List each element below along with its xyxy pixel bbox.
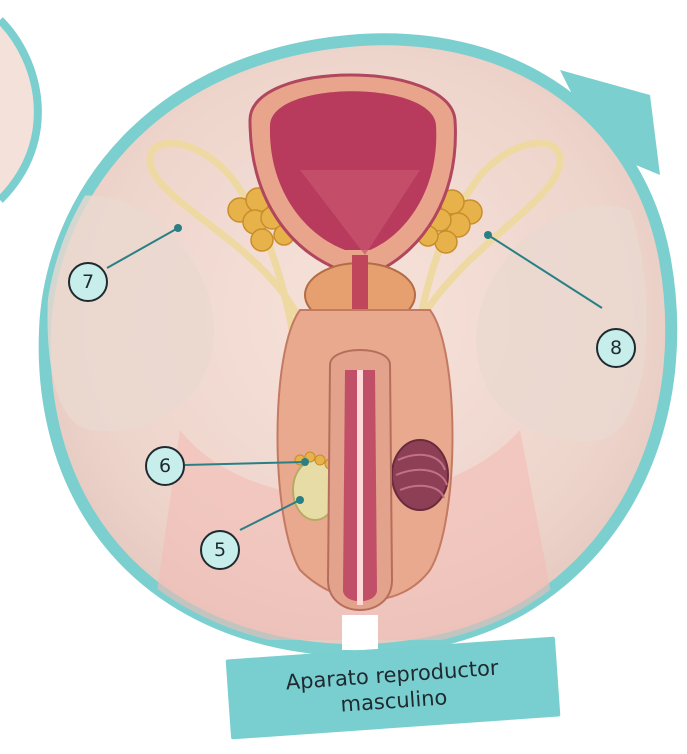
marker-6: 6: [145, 446, 185, 486]
urethra-lower: [357, 370, 363, 605]
leader-dot-6: [301, 458, 309, 466]
marker-5: 5: [200, 530, 240, 570]
leader-dot-5: [296, 496, 304, 504]
leader-dot-7: [174, 224, 182, 232]
leader-dot-8: [484, 231, 492, 239]
left-frame-arc: [0, 20, 38, 200]
marker-7: 7: [68, 262, 108, 302]
marker-8: 8: [596, 328, 636, 368]
